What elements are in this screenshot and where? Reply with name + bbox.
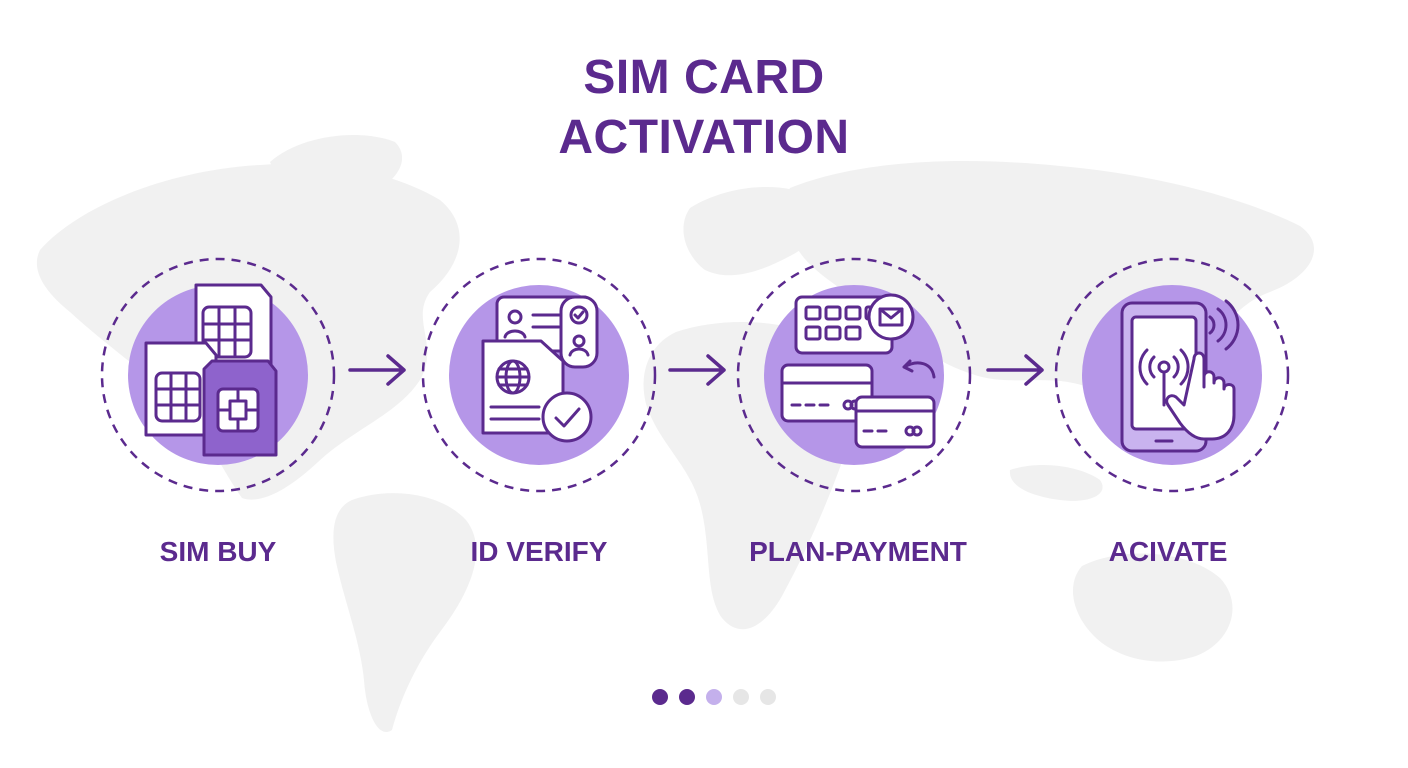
pagination-dot-1[interactable] xyxy=(652,689,668,705)
step-id-verify xyxy=(419,255,659,495)
arrow-right-icon xyxy=(668,354,726,386)
step-label-sim-buy: SIM BUY xyxy=(159,536,277,567)
step-sim-buy xyxy=(98,255,338,495)
tap-activate-icon xyxy=(1054,257,1290,493)
title-line-2: ACTIVATION xyxy=(558,111,850,164)
sim-cards-icon xyxy=(100,257,336,493)
id-verify-icon xyxy=(421,257,657,493)
plan-payment-icon xyxy=(736,257,972,493)
step-label-activate: ACIVATE xyxy=(1108,536,1228,567)
title-line-1: SIM CARD xyxy=(583,51,825,104)
pagination-dots xyxy=(652,689,782,709)
step-label-plan-payment: PLAN-PAYMENT xyxy=(749,536,967,567)
pagination-dot-5[interactable] xyxy=(760,689,776,705)
arrow-right-icon xyxy=(986,354,1044,386)
step-activate xyxy=(1052,255,1292,495)
pagination-dot-3[interactable] xyxy=(706,689,722,705)
step-label-id-verify: ID VERIFY xyxy=(470,536,608,567)
step-plan-payment xyxy=(734,255,974,495)
arrow-right-icon xyxy=(348,354,406,386)
page-title: SIM CARD ACTIVATION xyxy=(454,48,954,168)
pagination-dot-2[interactable] xyxy=(679,689,695,705)
pagination-dot-4[interactable] xyxy=(733,689,749,705)
